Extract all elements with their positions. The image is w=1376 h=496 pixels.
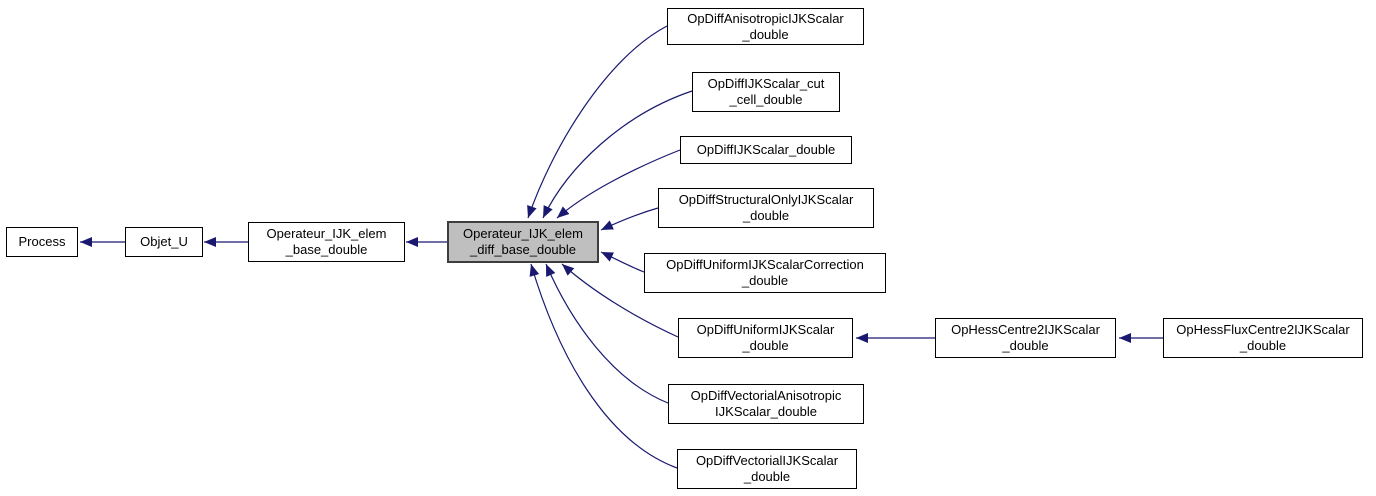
node-opdiff-structural-only-ijkscalar-double[interactable]: OpDiffStructuralOnlyIJKScalar _double bbox=[658, 188, 874, 228]
edge-uniform-to-diff-base bbox=[561, 263, 679, 338]
edge-vectorial-anisotropic-to-diff-base bbox=[545, 263, 669, 404]
node-label-line: _base_double bbox=[285, 242, 368, 257]
node-label-line: OpDiffAnisotropicIJKScalar bbox=[687, 10, 844, 26]
node-label-line: OpDiffIJKScalar_cut bbox=[707, 76, 825, 91]
node-operateur-ijk-elem-base-double[interactable]: Operateur_IJK_elem _base_double bbox=[248, 222, 405, 262]
edge-uniform-correction-to-diff-base bbox=[600, 251, 645, 273]
node-label-line: _double bbox=[741, 273, 789, 288]
node-operateur-ijk-elem-diff-base-double: Operateur_IJK_elem _diff_base_double bbox=[447, 221, 599, 263]
edge-ijkscalar-to-diff-base bbox=[556, 149, 681, 219]
edge-cut-cell-to-diff-base bbox=[542, 90, 693, 219]
node-label-line: _double bbox=[1002, 338, 1049, 353]
node-objet-u[interactable]: Objet_U bbox=[125, 227, 203, 257]
node-label-line: OpHessFluxCentre2IJKScalar bbox=[1176, 322, 1350, 337]
node-label-line: OpDiffVectorialIJKScalar bbox=[695, 453, 839, 468]
node-label-line: _double bbox=[742, 338, 789, 353]
node-ophess-flux-centre2-ijkscalar-double[interactable]: OpHessFluxCentre2IJKScalar _double bbox=[1163, 318, 1363, 358]
node-opdiff-anisotropic-ijkscalar-double[interactable]: OpDiffAnisotropicIJKScalar _double bbox=[667, 8, 864, 45]
node-opdiff-uniform-ijkscalar-correction-double[interactable]: OpDiffUniformIJKScalarCorrection _double bbox=[644, 253, 886, 293]
node-label-line: _double bbox=[742, 26, 789, 42]
node-label-line: OpDiffUniformIJKScalarCorrection bbox=[666, 257, 864, 272]
node-label-line: OpDiffVectorialAnisotropic bbox=[690, 388, 842, 403]
node-opdiff-vectorial-anisotropic-ijkscalar-double[interactable]: OpDiffVectorialAnisotropic IJKScalar_dou… bbox=[668, 384, 864, 424]
node-label-line: IJKScalar_double bbox=[715, 404, 817, 419]
node-opdiff-uniform-ijkscalar-double[interactable]: OpDiffUniformIJKScalar _double bbox=[678, 318, 853, 358]
node-label-line: Operateur_IJK_elem bbox=[463, 226, 583, 241]
node-label-line: OpDiffStructuralOnlyIJKScalar bbox=[678, 192, 854, 207]
edge-structural-only-to-diff-base bbox=[600, 207, 659, 231]
edge-anisotropic-to-diff-base bbox=[527, 25, 668, 219]
node-opdiff-ijkscalar-double[interactable]: OpDiffIJKScalar_double bbox=[680, 136, 852, 164]
node-process-label: Process bbox=[18, 234, 66, 249]
node-label-line: OpDiffIJKScalar_double bbox=[696, 142, 836, 157]
node-label-line: OpHessCentre2IJKScalar bbox=[951, 322, 1100, 337]
node-objet-u-label: Objet_U bbox=[140, 234, 188, 249]
node-label-line: _diff_base_double bbox=[469, 242, 577, 257]
node-process[interactable]: Process bbox=[6, 227, 78, 257]
node-ophess-centre2-ijkscalar-double[interactable]: OpHessCentre2IJKScalar _double bbox=[935, 318, 1116, 358]
node-opdiff-vectorial-ijkscalar-double[interactable]: OpDiffVectorialIJKScalar _double bbox=[677, 449, 857, 489]
node-label-line: _double bbox=[743, 469, 791, 484]
edge-vectorial-to-diff-base bbox=[529, 263, 678, 469]
node-label-line: _double bbox=[742, 208, 790, 223]
node-label-line: _cell_double bbox=[729, 92, 803, 107]
node-label-line: _double bbox=[1239, 338, 1287, 353]
node-label-line: OpDiffUniformIJKScalar bbox=[696, 322, 835, 337]
node-label-line: Operateur_IJK_elem bbox=[266, 226, 387, 241]
node-opdiff-ijkscalar-cut-cell-double[interactable]: OpDiffIJKScalar_cut _cell_double bbox=[692, 72, 840, 112]
